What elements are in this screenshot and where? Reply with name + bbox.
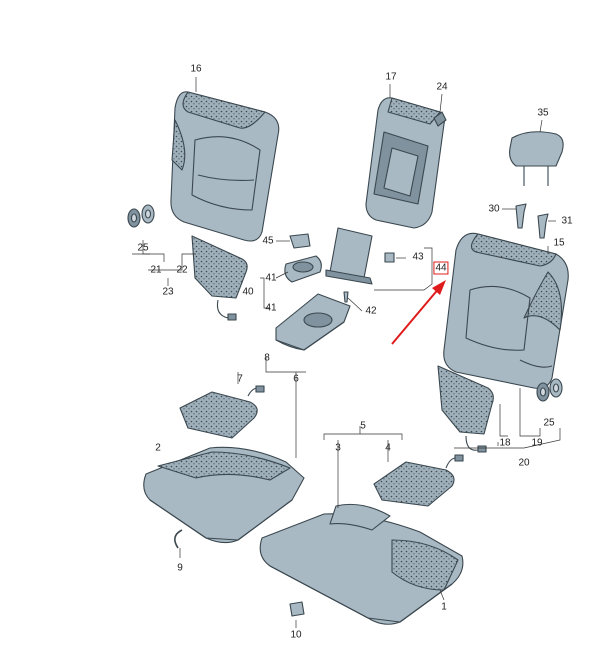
callout-40: 40 [242,286,254,298]
callout-24: 24 [436,81,448,93]
callout-44-highlighted: 44 [433,261,449,275]
right-seat-cushion-part-1 [259,503,464,625]
right-back-panel-part-18 [437,365,494,453]
callout-6: 6 [293,373,299,385]
guide-part-30 [515,203,527,229]
callout-1: 1 [441,601,447,613]
callout-25-right: 25 [543,417,555,429]
callout-9: 9 [177,562,183,574]
callout-30: 30 [488,203,500,215]
clip-part-43 [384,252,395,263]
callout-20: 20 [518,457,530,469]
guide-part-31 [537,213,549,239]
leader-lines [132,77,561,628]
callout-43: 43 [412,251,424,263]
callout-31: 31 [561,215,573,227]
callout-41-upper: 41 [265,272,277,284]
armrest-cover-part-44 [325,227,373,285]
right-washers-part-25 [536,378,563,402]
left-back-panel-part-22 [191,235,248,321]
clip-part-9 [174,529,183,549]
callout-18: 18 [499,437,511,449]
left-seat-cushion-part-2 [143,446,305,544]
right-seat-pad-part-4 [373,454,464,507]
callout-8: 8 [264,352,270,364]
callout-35: 35 [537,107,549,119]
callout-22: 22 [176,264,188,276]
left-washers-part-25 [127,204,155,228]
callout-25-left: 25 [137,242,149,254]
screw-part-42 [343,291,349,303]
armrest-base-part-40 [275,293,351,351]
middle-backrest-part-17 [365,97,447,229]
cup-holder-part-41 [284,255,322,283]
callout-17: 17 [385,71,397,83]
clip-part-10 [289,601,305,617]
callout-10: 10 [290,629,302,641]
callout-3: 3 [335,442,341,454]
callout-23: 23 [162,286,174,298]
callout-5: 5 [360,420,366,432]
left-backrest-part-16 [170,91,280,242]
callout-15: 15 [553,237,565,249]
left-seat-pad-part-7 [179,385,265,439]
callout-4: 4 [385,442,391,454]
callout-2: 2 [155,442,161,454]
highlight-arrow [391,280,446,345]
callout-16: 16 [190,63,202,75]
callout-19: 19 [531,437,543,449]
callout-21: 21 [150,264,162,276]
callout-45: 45 [262,235,274,247]
callout-41-lower: 41 [265,302,277,314]
bracket-part-45 [289,233,311,249]
callout-7: 7 [237,373,243,385]
callout-42: 42 [365,305,377,317]
right-backrest-part-15 [443,232,569,389]
headrest-part-35 [509,131,564,186]
